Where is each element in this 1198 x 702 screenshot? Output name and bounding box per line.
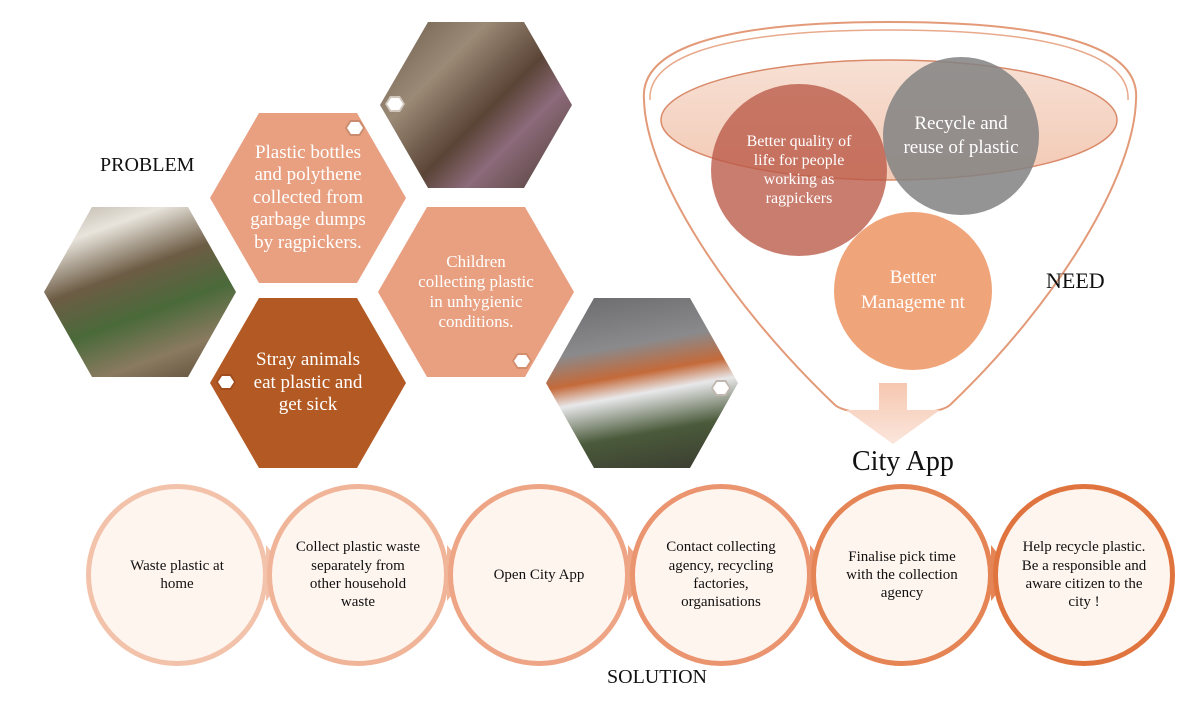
bubble-better-quality: Better quality of life for people workin… [711,84,887,256]
bubble-better-management: Better Manageme nt [834,212,992,370]
small-hexagon-outline-icon [512,353,532,369]
step-collect-separately: Collect plastic waste separately from ot… [267,484,449,666]
step-text: Waste plastic at home [130,557,224,592]
bubble-better-quality-text: Better quality of life for people workin… [746,132,852,208]
problem-label: PROBLEM [100,154,195,176]
step-text: Open City App [493,566,585,583]
step-open-city-app: Open City App [448,484,630,666]
step-text: Collect plastic waste separately from ot… [295,539,421,611]
bubble-better-management-text: Better Manageme nt [861,267,965,313]
small-hexagon-outline-icon [385,96,405,112]
step-text: Contact collecting agency, recycling fac… [666,539,776,611]
solution-label: SOLUTION [607,666,707,688]
bubble-recycle-reuse-text: Recycle and reuse of plastic [903,112,1019,158]
need-label: NEED [1046,268,1105,293]
small-hexagon-outline-icon [711,380,731,396]
small-hexagon-outline-icon [345,120,365,136]
children-photo-hex [546,298,738,468]
ragpicker-photo-hex [380,22,572,188]
step-text: Finalise pick time with the collection a… [846,548,958,602]
small-hexagon-outline-icon [216,374,236,390]
hex-children-collecting-text: Children collecting plastic in unhygieni… [418,251,534,332]
step-finalise-pick-time: Finalise pick time with the collection a… [811,484,993,666]
step-text: Help recycle plastic. Be a responsible a… [1021,539,1147,611]
bubble-recycle-reuse: Recycle and reuse of plastic [883,57,1039,215]
hex-stray-animals-text: Stray animals eat plastic and get sick [253,349,363,416]
city-app-label: City App [852,446,954,477]
step-contact-agency: Contact collecting agency, recycling fac… [630,484,812,666]
funnel-inner-outline [649,29,1129,101]
down-arrow-icon [846,383,940,444]
hex-plastic-bottles-text: Plastic bottles and polythene collected … [250,141,366,253]
step-help-recycle: Help recycle plastic. Be a responsible a… [993,484,1175,666]
step-waste-plastic: Waste plastic at home [86,484,268,666]
